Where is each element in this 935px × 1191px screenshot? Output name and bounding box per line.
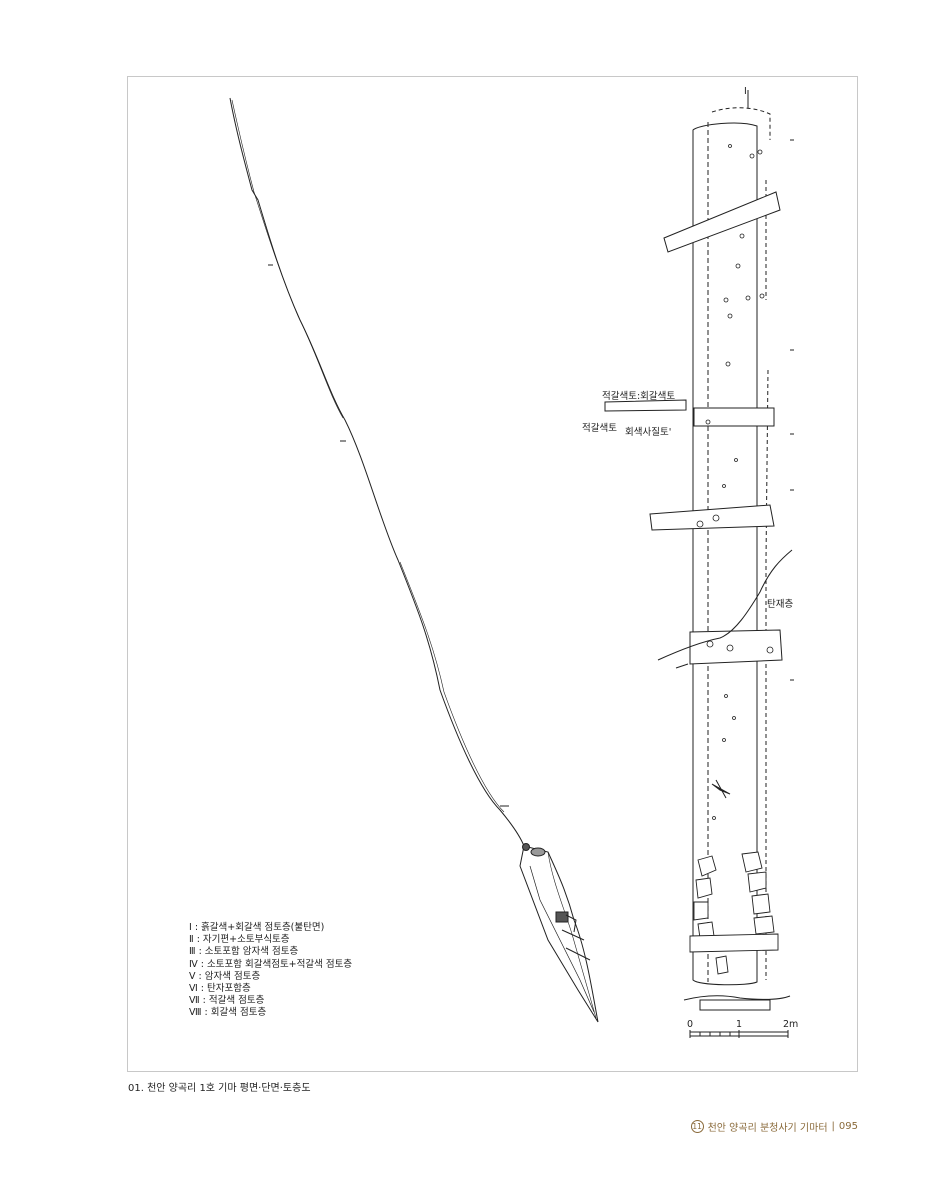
profile-section-line [229,97,525,847]
chapter-number-badge: 11 [690,1120,704,1133]
annotation-section-mark: I [744,86,747,97]
cross-section-3 [649,504,775,531]
legend-item: Ⅵ : 탄자포함층 [189,983,251,995]
legend-item: Ⅷ : 회갈색 점토층 [189,1007,267,1019]
cross-section-1 [663,191,781,253]
figure-frame [127,76,858,1072]
firebox-section [519,845,599,1023]
legend-item: Ⅲ : 소토포함 암자색 점토층 [189,946,299,958]
legend-item: Ⅰ : 흙갈색+회갈색 점토층(불탄면) [189,922,325,933]
scale-bar [689,1030,789,1038]
page-number: 095 [838,1121,858,1132]
footer-separator: | [831,1121,835,1132]
cross-section-4 [689,629,783,665]
legend-item: Ⅱ : 자기편+소토부식토층 [189,934,290,946]
cross-section-2 [693,407,775,427]
kiln-plan-outline [692,122,758,986]
annotation-mid-note: 회색사질토' [625,427,672,438]
scale-label-one: 1 [736,1019,743,1030]
annotation-charcoal-layer: 탄재층 [767,599,794,610]
legend-item: Ⅶ : 적갈색 점토층 [189,995,265,1007]
annotation-left-note: 적갈색토 [582,423,617,434]
figure-legend: Ⅰ : 흙갈색+회갈색 점토층(불탄면) Ⅱ : 자기편+소토부식토층 Ⅲ : … [189,922,352,1020]
figure-caption: 01. 천안 양곡리 1호 기마 평면·단면·토층도 [128,1083,311,1094]
scale-label-two: 2m [783,1019,799,1030]
page-footer: 11 천안 양곡리 분청사기 기마터 | 095 [690,1119,858,1134]
legend-item: Ⅳ : 소토포함 회갈색점토+적갈색 점토층 [189,958,353,970]
chapter-title: 천안 양곡리 분청사기 기마터 [707,1123,828,1134]
legend-item: Ⅴ : 암자색 점토층 [189,970,261,982]
annotation-top-note: 적갈색토:회갈색토 [602,391,676,402]
scale-label-zero: 0 [687,1019,694,1030]
